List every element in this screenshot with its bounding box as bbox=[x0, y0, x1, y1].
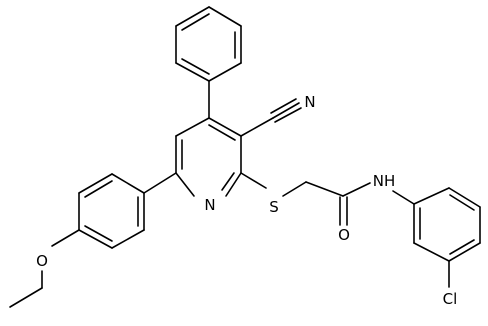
phenyl-ring-top bbox=[175, 6, 242, 82]
amide-nh-label: NH bbox=[373, 172, 396, 190]
chlorine-label: Cl bbox=[443, 290, 458, 308]
carbonyl-group bbox=[339, 196, 348, 226]
bond-pyridine-sulfur bbox=[240, 172, 267, 189]
sulfur-label: S bbox=[269, 198, 279, 216]
bond-pyridine-ethoxyphenyl bbox=[143, 172, 177, 194]
ethoxyphenyl-ring bbox=[78, 173, 145, 249]
pyridine-ring bbox=[175, 117, 242, 197]
bond-ethyl bbox=[9, 287, 43, 308]
bond-sulfur-ch2 bbox=[282, 181, 307, 197]
bond-carbonyl-nh bbox=[342, 182, 371, 197]
cyano-group bbox=[240, 98, 302, 137]
bond-ch2-carbonyl bbox=[305, 181, 344, 197]
carbonyl-oxygen-label: O bbox=[338, 226, 350, 244]
bond-ring-ether-oxygen bbox=[51, 229, 80, 247]
pyridine-nitrogen-label: N bbox=[204, 196, 215, 214]
ether-oxygen-label: O bbox=[36, 252, 48, 270]
bond-nh-aryl bbox=[392, 190, 415, 205]
chlorophenyl-ring bbox=[413, 187, 481, 262]
nitrile-nitrogen-label: N bbox=[304, 93, 315, 111]
